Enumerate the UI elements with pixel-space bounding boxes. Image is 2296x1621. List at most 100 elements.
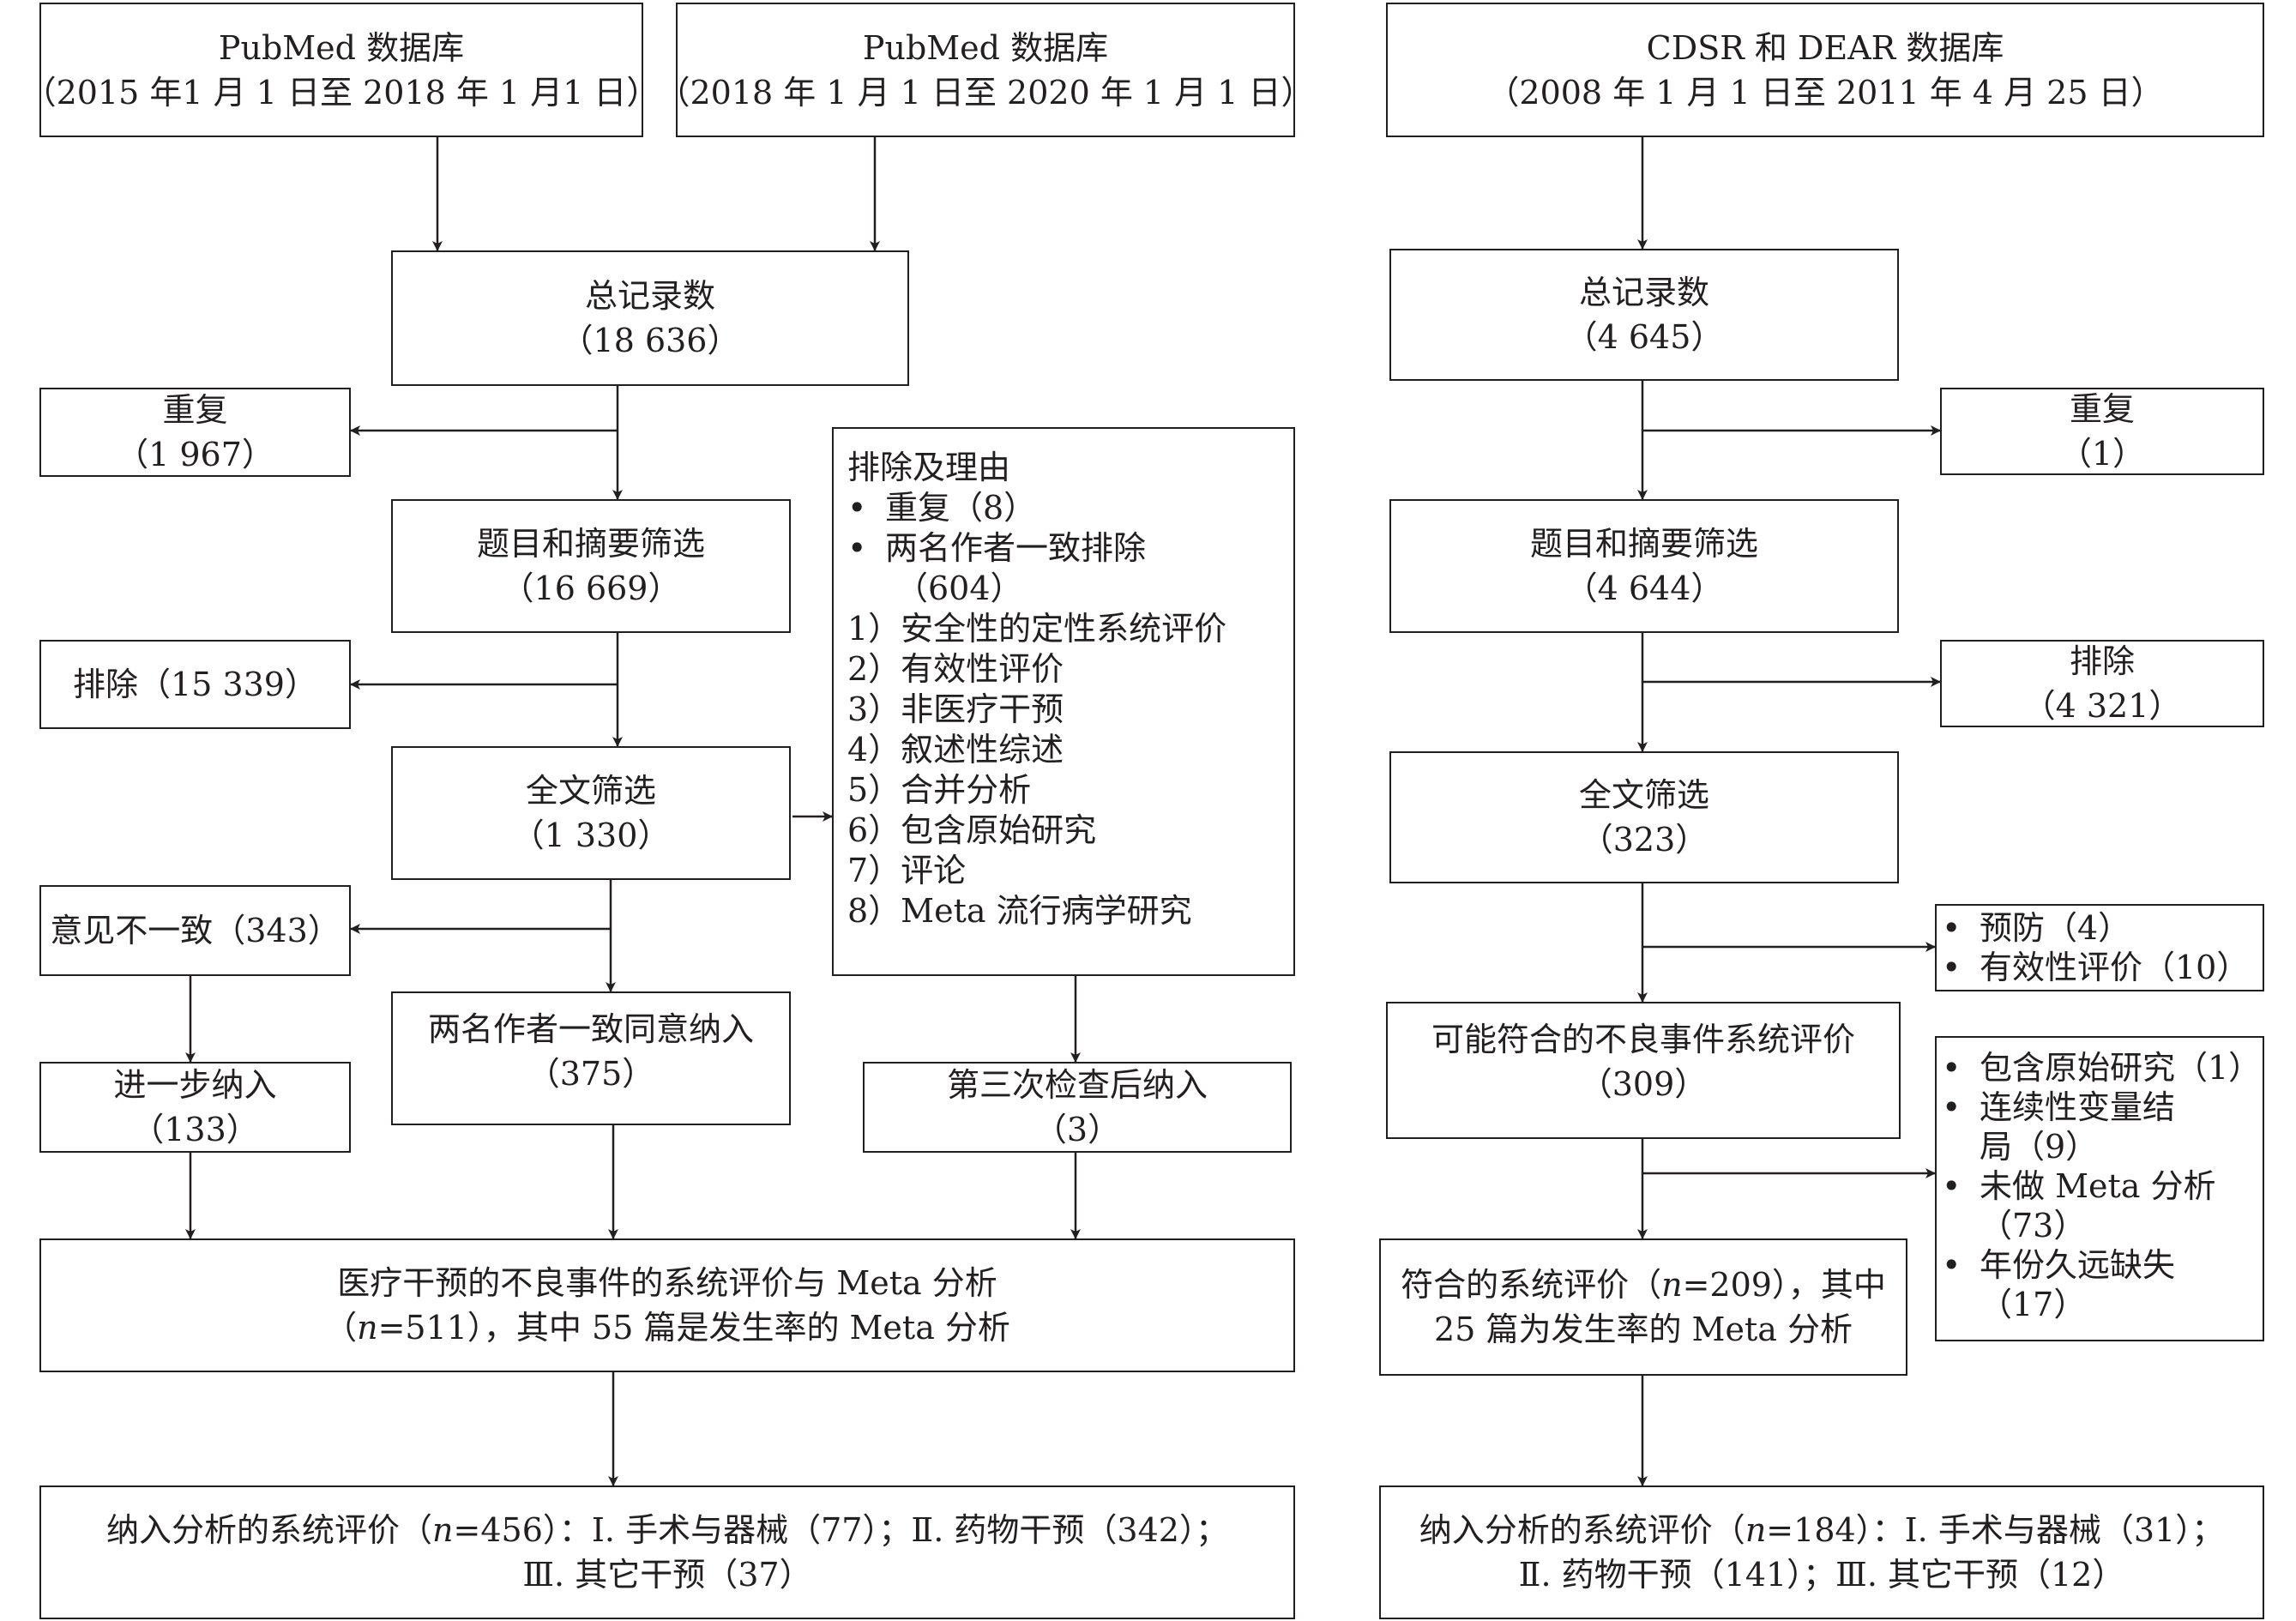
right-eligible-n: n — [1661, 1266, 1683, 1304]
left-final-n: n — [432, 1511, 454, 1549]
right-final-line2: Ⅱ. 药物干预（141）；Ⅲ. 其它干预（12） — [1518, 1556, 2125, 1594]
right-final-n: n — [1745, 1511, 1767, 1549]
right-total-count: （4 645） — [1564, 318, 1724, 356]
reason-6: 6）包含原始研究 — [847, 811, 1097, 849]
left-agree-box: 两名作者一致同意纳入 （375） — [391, 991, 791, 1125]
left-fulltext-count: （1 330） — [511, 817, 671, 854]
left-sr-post: =511），其中 55 篇是发生率的 Meta 分析 — [377, 1309, 1010, 1347]
left-total-label: 总记录数 — [584, 277, 715, 315]
right-excl2-effect: 有效性评价（10） — [1942, 948, 2249, 987]
left-final-box: 纳入分析的系统评价（n=456）：Ⅰ. 手术与器械（77）；Ⅱ. 药物干预（34… — [39, 1485, 1295, 1619]
right-excl3-primary: 包含原始研究（1） — [1942, 1048, 2261, 1088]
left-agree-count: （375） — [527, 1055, 655, 1093]
left-third-count: （3） — [1034, 1111, 1121, 1148]
right-eligible-post: =209），其中 — [1682, 1266, 1886, 1304]
left-db2-range: （2018 年 1 月 1 日至 2020 年 1 月 1 日） — [657, 73, 1314, 111]
right-excl3-continuous: 连续性变量结 — [1942, 1088, 2175, 1127]
reasons-both-excl-count: （604） — [895, 569, 1023, 607]
reasons-title: 排除及理由 — [847, 449, 1011, 486]
reasons-dup: 重复（8） — [847, 488, 1036, 528]
right-final-line1: 纳入分析的系统评价（n=184）：Ⅰ. 手术与器械（31）； — [1419, 1508, 2224, 1552]
right-dup-label: 重复 — [2069, 390, 2135, 428]
left-final-pre: 纳入分析的系统评价（ — [106, 1511, 433, 1549]
right-excl3-continuous-count: 局（9） — [1980, 1128, 2099, 1166]
reason-7: 7）评论 — [847, 852, 967, 889]
right-total-box: 总记录数 （4 645） — [1389, 249, 1899, 381]
left-dup-label: 重复 — [162, 391, 228, 429]
left-dup-box: 重复 （1 967） — [39, 388, 351, 477]
left-fulltext-label: 全文筛选 — [525, 772, 656, 810]
right-excl-count: （4 321） — [2022, 687, 2182, 725]
right-eligible-box: 符合的系统评价（n=209），其中 25 篇为发生率的 Meta 分析 — [1379, 1238, 1907, 1376]
left-dup-count: （1 967） — [116, 436, 274, 473]
left-db1-name: PubMed 数据库 — [218, 28, 465, 67]
left-db2-name: PubMed 数据库 — [862, 28, 1109, 67]
right-excl3-old-count: （17） — [1980, 1286, 2087, 1323]
reason-5: 5）合并分析 — [847, 771, 1032, 809]
right-possible-box: 可能符合的不良事件系统评价 （309） — [1386, 1002, 1901, 1139]
left-agree-label: 两名作者一致同意纳入 — [427, 1010, 754, 1048]
left-third-box: 第三次检查后纳入 （3） — [863, 1062, 1292, 1153]
left-sr-title: 医疗干预的不良事件的系统评价与 Meta 分析 — [337, 1264, 997, 1302]
left-further-count: （133） — [131, 1111, 259, 1148]
left-title-screen-count: （16 669） — [501, 569, 681, 607]
left-excl-box: 排除（15 339） — [39, 640, 351, 729]
left-db2-box: PubMed 数据库 （2018 年 1 月 1 日至 2020 年 1 月 1… — [658, 3, 1314, 137]
right-eligible-pre: 符合的系统评价（ — [1401, 1266, 1662, 1304]
left-db1-range: （2015 年1 月 1 日至 2018 年 1 月1 日） — [23, 73, 660, 111]
right-excl-box: 排除 （4 321） — [1940, 640, 2264, 727]
right-possible-count: （309） — [1579, 1065, 1708, 1103]
right-possible-label: 可能符合的不良事件系统评价 — [1431, 1021, 1855, 1058]
right-fulltext-box: 全文筛选 （323） — [1389, 751, 1899, 883]
left-total-count: （18 636） — [560, 322, 740, 359]
left-sr-box: 医疗干预的不良事件的系统评价与 Meta 分析 （n=511），其中 55 篇是… — [39, 1238, 1295, 1372]
right-excl2-box: 预防（4） 有效性评价（10） — [1935, 904, 2264, 991]
left-fulltext-box: 全文筛选 （1 330） — [391, 746, 791, 880]
left-disagree-box: 意见不一致（343） — [39, 885, 351, 976]
left-further-label: 进一步纳入 — [113, 1066, 277, 1104]
right-excl2-prevent: 预防（4） — [1942, 908, 2130, 948]
right-final-box: 纳入分析的系统评价（n=184）：Ⅰ. 手术与器械（31）； Ⅱ. 药物干预（1… — [1379, 1485, 2264, 1619]
left-disagree-label: 意见不一致（343） — [50, 912, 340, 949]
right-final-post: =184）：Ⅰ. 手术与器械（31）； — [1766, 1511, 2225, 1549]
right-excl3-box: 包含原始研究（1） 连续性变量结 局（9） 未做 Meta 分析 （73） 年份… — [1935, 1036, 2264, 1341]
right-dup-box: 重复 （1） — [1940, 388, 2264, 475]
right-dup-count: （1） — [2058, 435, 2146, 473]
left-sr-n: n — [357, 1309, 378, 1347]
reason-2: 2）有效性评价 — [847, 650, 1064, 688]
right-db-range: （2008 年 1 月 1 日至 2011 年 4 月 25 日） — [1486, 73, 2164, 111]
left-third-label: 第三次检查后纳入 — [946, 1066, 1208, 1104]
reason-3: 3）非医疗干预 — [847, 690, 1064, 728]
right-excl3-old: 年份久远缺失 — [1942, 1245, 2175, 1285]
left-final-line2: Ⅲ. 其它干预（37） — [522, 1556, 812, 1594]
right-fulltext-count: （323） — [1580, 821, 1708, 859]
right-db-box: CDSR 和 DEAR 数据库 （2008 年 1 月 1 日至 2011 年 … — [1386, 3, 2264, 137]
reason-1: 1）安全性的定性系统评价 — [847, 610, 1227, 648]
right-db-name: CDSR 和 DEAR 数据库 — [1646, 28, 2004, 67]
left-total-box: 总记录数 （18 636） — [391, 250, 909, 386]
left-further-box: 进一步纳入 （133） — [39, 1062, 351, 1153]
left-sr-pre: （ — [324, 1309, 358, 1347]
right-eligible-line1: 符合的系统评价（n=209），其中 — [1401, 1262, 1886, 1307]
right-title-screen-count: （4 644） — [1564, 569, 1724, 607]
right-final-pre: 纳入分析的系统评价（ — [1419, 1511, 1745, 1549]
reason-4: 4）叙述性综述 — [847, 731, 1064, 768]
right-fulltext-label: 全文筛选 — [1578, 776, 1709, 814]
right-title-screen-label: 题目和摘要筛选 — [1529, 525, 1758, 563]
right-eligible-line2: 25 篇为发生率的 Meta 分析 — [1434, 1311, 1853, 1348]
right-excl-label: 排除 — [2069, 642, 2135, 680]
right-excl3-no-meta: 未做 Meta 分析 — [1942, 1166, 2215, 1206]
left-reasons-box: 排除及理由 重复（8） 两名作者一致排除 （604） 1）安全性的定性系统评价 … — [832, 427, 1295, 976]
reasons-both-excl: 两名作者一致排除 — [847, 528, 1146, 569]
right-total-label: 总记录数 — [1578, 274, 1709, 311]
left-title-screen-box: 题目和摘要筛选 （16 669） — [391, 499, 791, 633]
left-final-post: =456）：Ⅰ. 手术与器械（77）；Ⅱ. 药物干预（342）； — [453, 1511, 1228, 1549]
right-title-screen-box: 题目和摘要筛选 （4 644） — [1389, 499, 1899, 633]
left-db1-box: PubMed 数据库 （2015 年1 月 1 日至 2018 年 1 月1 日… — [24, 3, 659, 137]
right-excl3-no-meta-count: （73） — [1980, 1207, 2087, 1244]
left-title-screen-label: 题目和摘要筛选 — [476, 525, 705, 563]
reason-8: 8）Meta 流行病学研究 — [847, 892, 1192, 930]
left-sr-count: （n=511），其中 55 篇是发生率的 Meta 分析 — [324, 1305, 1010, 1350]
left-excl-label: 排除（15 339） — [73, 666, 317, 703]
